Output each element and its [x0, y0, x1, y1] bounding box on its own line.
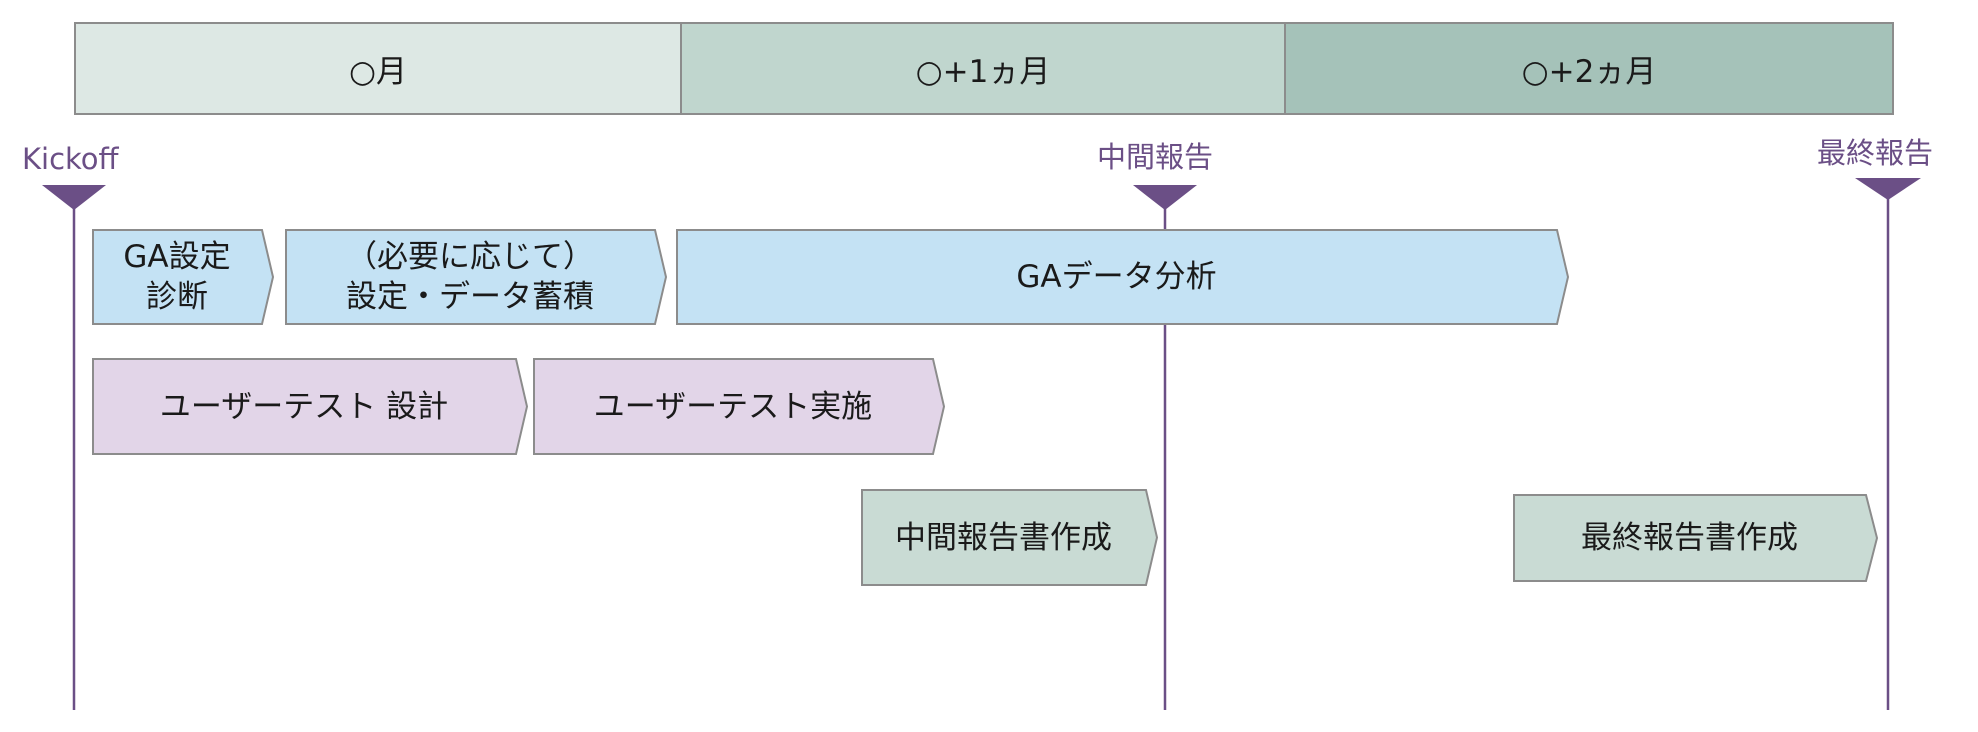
kickoff-marker-icon	[42, 185, 106, 210]
task-label: 最終報告書作成	[1581, 520, 1798, 556]
task-arrow-shape	[1513, 494, 1879, 582]
month-header-1: ○月	[74, 22, 682, 115]
month-header-3: ○+2ヵ月	[1284, 22, 1894, 115]
task-arrow-shape	[533, 358, 946, 455]
mid-report-marker-icon	[1133, 185, 1197, 210]
task-arrow-shape	[92, 358, 529, 455]
task-user-test-design: ユーザーテスト 設計	[92, 358, 529, 455]
task-arrow-shape	[285, 229, 668, 325]
task-label: GA設定 診断	[123, 239, 231, 315]
task-ga-data-analysis: GAデータ分析	[676, 229, 1570, 325]
task-arrow-body	[676, 229, 1570, 325]
task-arrow-body	[285, 229, 668, 325]
task-arrow-body	[92, 358, 529, 455]
task-arrow-shape	[861, 489, 1159, 586]
milestone-final-report-label: 最終報告	[1817, 136, 1934, 170]
task-arrow-shape	[92, 229, 275, 325]
task-final-report-writing: 最終報告書作成	[1513, 494, 1879, 582]
task-user-test-execution: ユーザーテスト実施	[533, 358, 946, 455]
task-arrow-body	[1513, 494, 1879, 582]
task-label: ユーザーテスト実施	[593, 388, 873, 425]
task-arrow-body	[861, 489, 1159, 586]
task-arrow-body	[533, 358, 946, 455]
final-report-marker-icon	[1855, 178, 1921, 200]
milestone-kickoff-label: Kickoff	[22, 142, 119, 176]
task-arrow-shape	[676, 229, 1570, 325]
task-label: GAデータ分析	[1016, 259, 1217, 295]
task-arrow-body	[92, 229, 275, 325]
task-ga-setup-diagnosis: GA設定 診断	[92, 229, 275, 325]
task-label: （必要に応じて） 設定・データ蓄積	[346, 239, 594, 315]
task-label: 中間報告書作成	[895, 519, 1112, 556]
task-ga-setup-accumulate: （必要に応じて） 設定・データ蓄積	[285, 229, 668, 325]
task-mid-report-writing: 中間報告書作成	[861, 489, 1159, 586]
milestone-mid-report-label: 中間報告	[1097, 140, 1214, 174]
task-label: ユーザーテスト 設計	[159, 388, 449, 425]
month-header-2: ○+1ヵ月	[680, 22, 1286, 115]
